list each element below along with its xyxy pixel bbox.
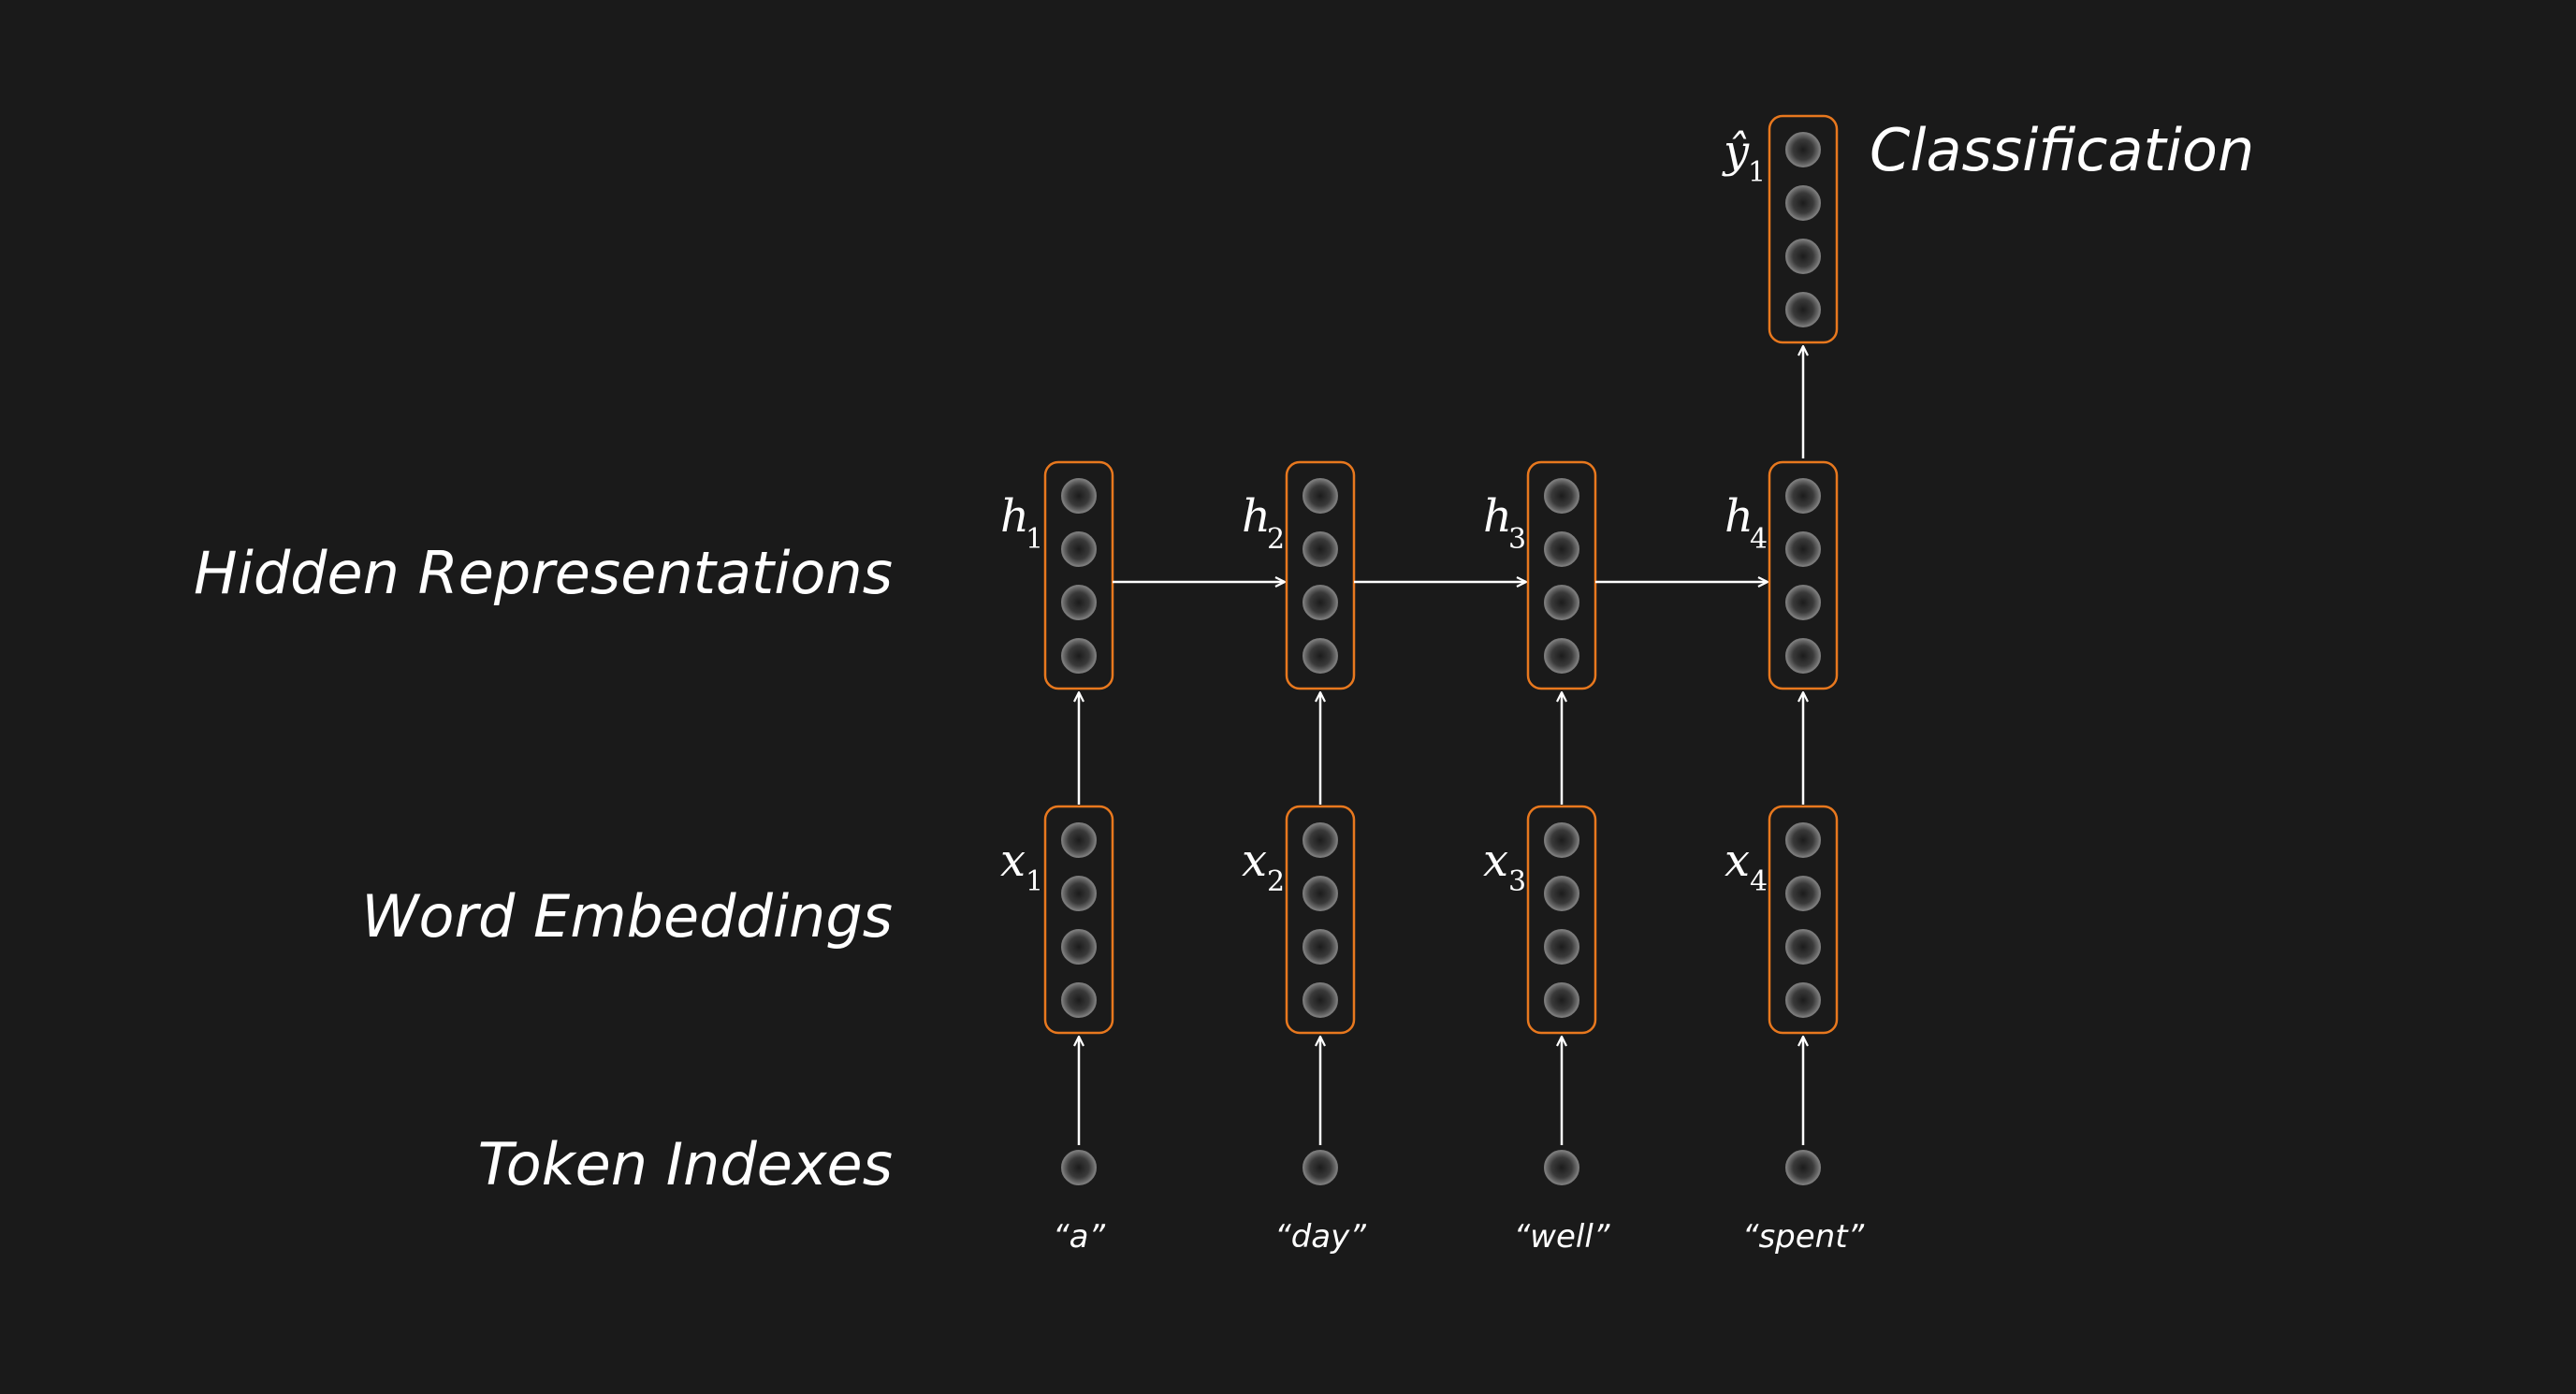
embedding-subscript-1: 1 — [1026, 865, 1043, 898]
token-node-1 — [1061, 1150, 1097, 1185]
embedding-vector-box-2-node-4 — [1303, 982, 1338, 1018]
hidden-vector-box-4-node-4 — [1785, 638, 1821, 674]
hidden-representations-label: Hidden Representations — [194, 539, 893, 607]
token-word-1: “a” — [1053, 1218, 1105, 1256]
embedding-vector-box-1-node-1 — [1061, 822, 1097, 858]
embedding-vector-box-3 — [1526, 805, 1597, 1035]
hidden-vector-box-2 — [1285, 460, 1356, 690]
token-node-3 — [1544, 1150, 1579, 1185]
output-vector-box-node-4 — [1785, 292, 1821, 327]
output-vector-box-node-1 — [1785, 132, 1821, 167]
embedding-subscript-2: 2 — [1267, 865, 1285, 898]
embedding-vector-box-3-node-2 — [1544, 876, 1579, 911]
embedding-vector-box-2 — [1285, 805, 1356, 1035]
hidden-vector-box-3-node-1 — [1544, 478, 1579, 514]
output-vector-box-node-3 — [1785, 239, 1821, 274]
hidden-symbol-2: h — [1242, 490, 1271, 543]
token-node-2 — [1303, 1150, 1338, 1185]
token-word-4: “spent” — [1742, 1218, 1865, 1256]
column-3: h 3 x 3 “well” — [1483, 490, 1610, 1256]
embedding-vector-box-2-node-1 — [1303, 822, 1338, 858]
embedding-vector-box-4-node-2 — [1785, 876, 1821, 911]
hidden-subscript-3: 3 — [1508, 523, 1526, 556]
token-indexes-label: Token Indexes — [478, 1130, 893, 1198]
hidden-vector-box-2-node-3 — [1303, 585, 1338, 620]
output-vector-box — [1768, 114, 1839, 344]
hidden-vector-box-3-node-2 — [1544, 531, 1579, 567]
network-shapes — [1043, 114, 1839, 1185]
embedding-vector-box-1-node-4 — [1061, 982, 1097, 1018]
hidden-vector-box-2-node-4 — [1303, 638, 1338, 674]
embedding-vector-box-1 — [1043, 805, 1114, 1035]
embedding-vector-box-4 — [1768, 805, 1839, 1035]
embedding-symbol-4: x — [1725, 835, 1750, 887]
embedding-vector-box-4-node-3 — [1785, 929, 1821, 965]
embedding-symbol-2: x — [1242, 835, 1267, 887]
hidden-subscript-4: 4 — [1750, 523, 1768, 556]
embedding-vector-box-3-node-3 — [1544, 929, 1579, 965]
hidden-symbol-1: h — [1000, 490, 1029, 543]
embedding-vector-box-2-node-2 — [1303, 876, 1338, 911]
hidden-vector-box-4-node-3 — [1785, 585, 1821, 620]
embedding-vector-box-2-node-3 — [1303, 929, 1338, 965]
hidden-vector-box-4-node-2 — [1785, 531, 1821, 567]
output-symbol: ŷ — [1722, 125, 1750, 178]
hidden-vector-box-1-node-2 — [1061, 531, 1097, 567]
embedding-symbol-3: x — [1483, 835, 1508, 887]
hidden-vector-box-3-node-4 — [1544, 638, 1579, 674]
hidden-vector-box-4-node-1 — [1785, 478, 1821, 514]
embedding-vector-box-1-node-3 — [1061, 929, 1097, 965]
column-4: h 4 x 4 “spent” — [1725, 490, 1865, 1256]
hidden-symbol-4: h — [1725, 490, 1754, 543]
embedding-vector-box-3-node-1 — [1544, 822, 1579, 858]
hidden-subscript-2: 2 — [1267, 523, 1285, 556]
hidden-vector-box-1-node-4 — [1061, 638, 1097, 674]
output-subscript: 1 — [1748, 156, 1766, 189]
embedding-vector-box-3-node-4 — [1544, 982, 1579, 1018]
embedding-subscript-3: 3 — [1508, 865, 1526, 898]
column-2: h 2 x 2 “day” — [1242, 490, 1366, 1256]
hidden-vector-box-3 — [1526, 460, 1597, 690]
token-node-4 — [1785, 1150, 1821, 1185]
embedding-vector-box-1-node-2 — [1061, 876, 1097, 911]
embedding-vector-box-4-node-4 — [1785, 982, 1821, 1018]
hidden-symbol-3: h — [1483, 490, 1512, 543]
hidden-vector-box-2-node-2 — [1303, 531, 1338, 567]
token-word-2: “day” — [1274, 1218, 1366, 1256]
hidden-vector-box-1-node-1 — [1061, 478, 1097, 514]
embedding-symbol-1: x — [1000, 835, 1026, 887]
output-vector-box-node-2 — [1785, 185, 1821, 221]
hidden-vector-box-4 — [1768, 460, 1839, 690]
column-1: h 1 x 1 “a” — [1000, 490, 1105, 1256]
classification-label: Classification — [1870, 116, 2254, 184]
embedding-subscript-4: 4 — [1750, 865, 1768, 898]
hidden-vector-box-1-node-3 — [1061, 585, 1097, 620]
hidden-vector-box-3-node-3 — [1544, 585, 1579, 620]
hidden-vector-box-2-node-1 — [1303, 478, 1338, 514]
token-word-3: “well” — [1514, 1218, 1610, 1256]
hidden-vector-box-1 — [1043, 460, 1114, 690]
embedding-vector-box-4-node-1 — [1785, 822, 1821, 858]
word-embeddings-label: Word Embeddings — [361, 882, 893, 951]
hidden-subscript-1: 1 — [1026, 523, 1043, 556]
